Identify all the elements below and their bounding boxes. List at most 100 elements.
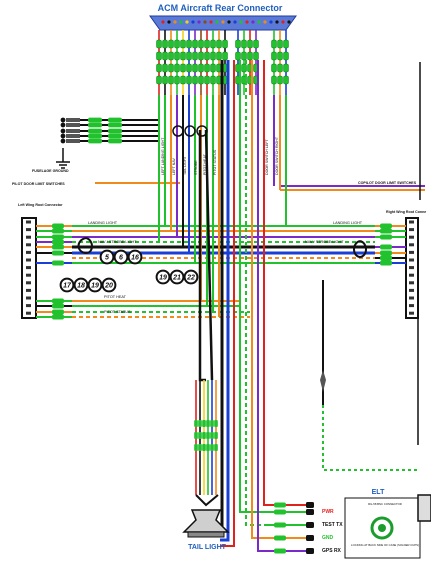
splice-sleeve (247, 39, 253, 49)
splice-sleeve (235, 51, 241, 61)
splice-sleeve (156, 75, 162, 85)
splice-sleeve (222, 51, 228, 61)
circled-number-text: 19 (91, 283, 99, 290)
circled-number-text: 20 (104, 283, 113, 290)
tail-splice (202, 432, 206, 439)
tail-splice (210, 432, 214, 439)
splice-sleeve (204, 63, 210, 73)
ground-symbol (56, 148, 70, 169)
circled-number (99, 249, 115, 265)
left-wing-label: Left Wing Root Connector (18, 203, 63, 207)
elt-splice (274, 502, 286, 508)
left-pin (26, 273, 31, 277)
left-splice (52, 303, 64, 309)
elt-label: ELT (372, 489, 385, 496)
elt-splice (274, 548, 286, 554)
terminal-crimp (66, 118, 80, 122)
vertical-wires (158, 95, 287, 382)
splice-sleeve (162, 63, 168, 73)
connector-pin (233, 20, 237, 24)
tail-splice (198, 432, 202, 439)
splice-sleeve (186, 63, 192, 73)
left-splice (52, 250, 64, 256)
ground-splice (108, 133, 122, 139)
splice-sleeve (168, 75, 174, 85)
tail-splice (198, 444, 202, 451)
left-pin (26, 266, 31, 270)
splice-sleeve (198, 63, 204, 73)
right-splice (380, 223, 392, 229)
elt-pin (306, 509, 314, 515)
left-pin (26, 296, 31, 300)
elt-block (344, 494, 431, 559)
left-pin (26, 304, 31, 308)
right-splices (375, 223, 406, 266)
right-splice (380, 260, 392, 266)
circled-number (101, 277, 117, 293)
tail-splice (198, 420, 202, 427)
circled-number (59, 277, 75, 293)
right-splice (380, 228, 392, 234)
connector-pin (275, 20, 279, 24)
splice-sleeve (204, 39, 210, 49)
splice-sleeve (192, 75, 198, 85)
connector-pin (161, 20, 165, 24)
splice-sleeve (174, 39, 180, 49)
elt-pin (306, 535, 314, 541)
circled-number-text: 5 (105, 255, 109, 262)
ring-terminal (60, 138, 66, 144)
splice-sleeve (241, 39, 247, 49)
left-splice (52, 239, 64, 245)
left-splice (52, 314, 64, 320)
connector-pin (239, 20, 243, 24)
connector-pin (209, 20, 213, 24)
left-pin (26, 250, 31, 254)
splice-sleeve (283, 51, 289, 61)
elt-location-label: LOCKING AT BACK SIDE OF CASE (SOLDER CUP… (351, 543, 419, 547)
right-pin (409, 220, 414, 224)
circled-number (169, 269, 185, 285)
splice-sleeve (192, 39, 198, 49)
elt-pin (306, 522, 314, 528)
splice-sleeve (180, 51, 186, 61)
elt-splice (274, 535, 286, 541)
splice-sleeve (283, 63, 289, 73)
connector-pin (179, 20, 183, 24)
elt-gnd-label: GND (322, 535, 334, 541)
vertical-wire-label: DOOR SWITCH LEFT (265, 138, 269, 175)
splice-sleeve (162, 51, 168, 61)
splice-sleeve (174, 51, 180, 61)
ground-splice (88, 122, 102, 128)
circled-number-text: 17 (63, 283, 72, 290)
nav-loop-left (77, 237, 93, 255)
tail-splice (202, 420, 206, 427)
right-pin (409, 273, 414, 277)
vertical-wire-label: PITOT STATUS (213, 149, 217, 175)
splice-sleeve (204, 75, 210, 85)
circled-number (113, 249, 129, 265)
ground-splice (88, 138, 102, 144)
splice-sleeve (277, 63, 283, 73)
left-pin (26, 220, 31, 224)
elt-pwr-label: PWR (322, 509, 334, 515)
circled-number-text: 22 (186, 275, 195, 282)
nav-left-label: NAV / STROBE LIGHT (98, 240, 137, 244)
tail-splice (206, 444, 210, 451)
ground-splice (88, 117, 102, 123)
wire-loop (196, 125, 208, 137)
left-splices (36, 223, 72, 320)
vertical-wire-label: LEFT LANDING LIGHT (161, 137, 165, 175)
splice-sleeve (283, 39, 289, 49)
splice-sleeve (283, 75, 289, 85)
ground-splice (108, 122, 122, 128)
horizontal-wires (72, 119, 425, 318)
connector-pin (191, 20, 195, 24)
wire-loop (184, 125, 196, 137)
vertical-wire-label: TAIL LIGHT (183, 155, 187, 175)
splice-sleeve (156, 39, 162, 49)
landing-left-label: LANDING LIGHT (88, 221, 118, 225)
connector-pin (167, 20, 171, 24)
terminal-crimp (66, 123, 80, 127)
connector-pin (173, 20, 177, 24)
splice-sleeve (156, 63, 162, 73)
